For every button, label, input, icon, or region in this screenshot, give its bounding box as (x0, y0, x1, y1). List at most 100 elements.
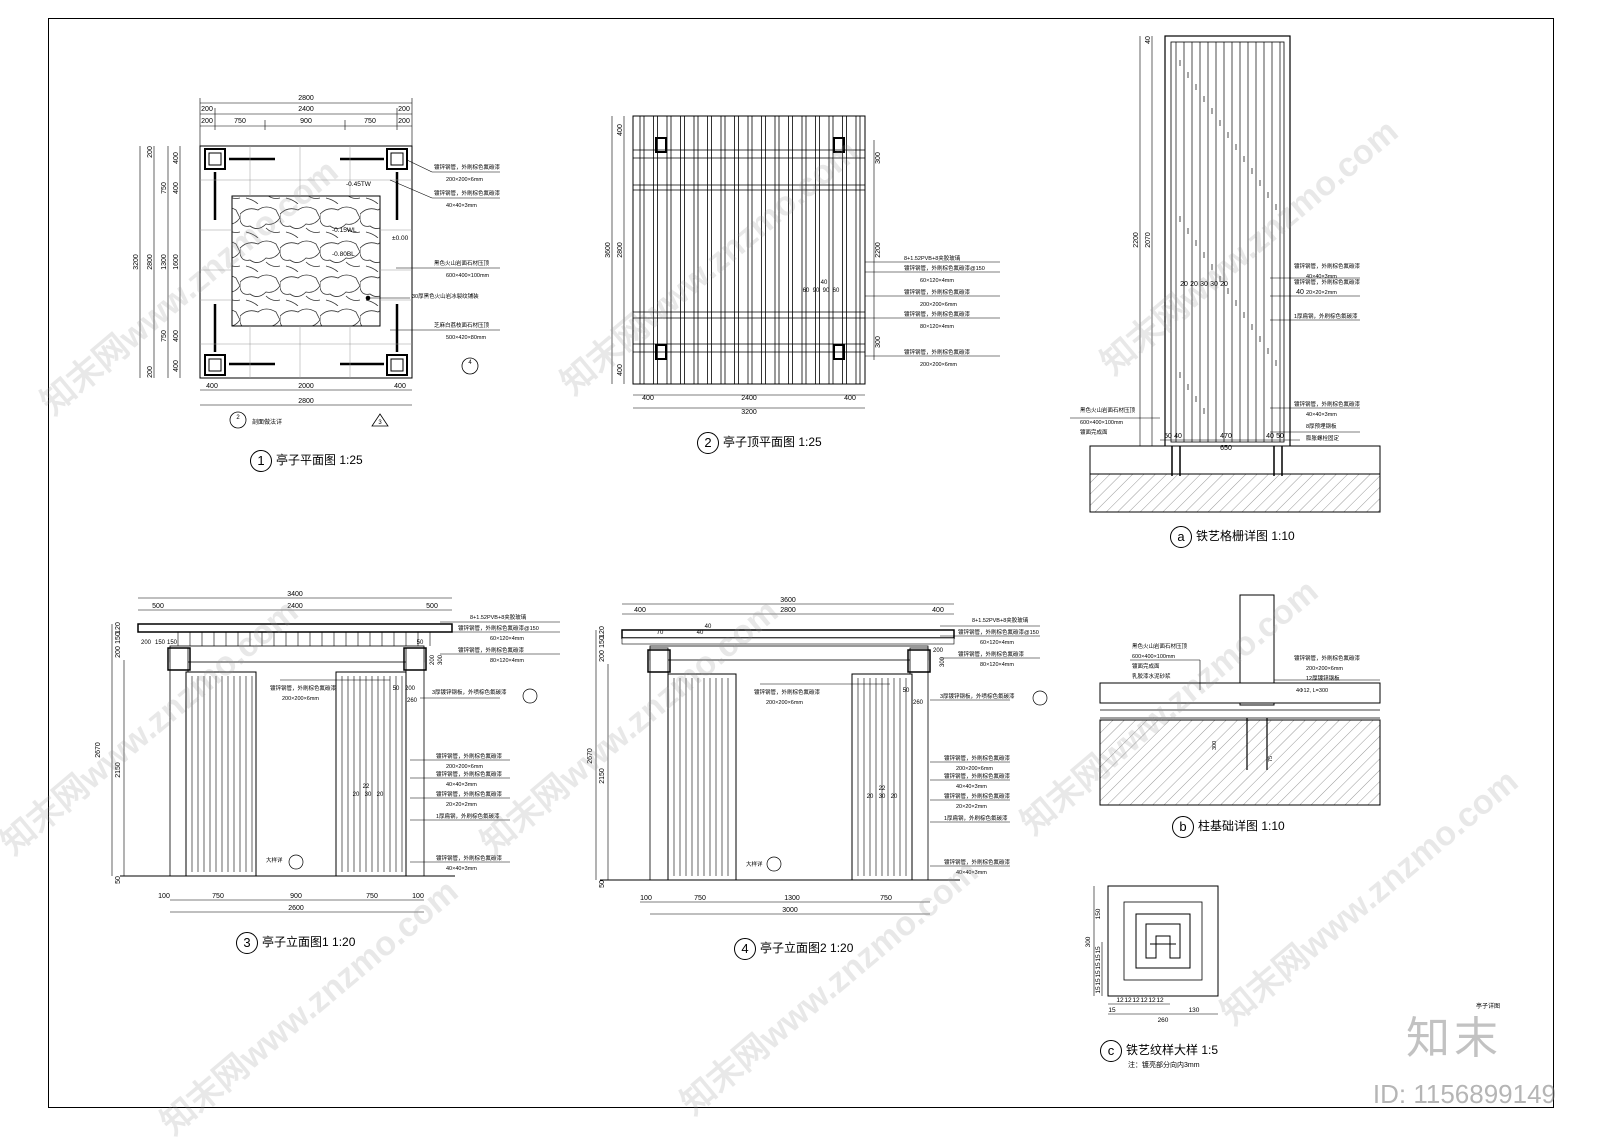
svg-text:20: 20 (867, 794, 874, 800)
svg-text:70: 70 (657, 630, 664, 636)
svg-text:膨胀螺栓固定: 膨胀螺栓固定 (1306, 434, 1340, 442)
grille-leaders (1070, 277, 1360, 433)
svg-text:60×120×4mm: 60×120×4mm (920, 278, 954, 284)
svg-text:镀锌钢管，外刷棕色氟碳漆: 镀锌钢管，外刷棕色氟碳漆 (944, 772, 1011, 780)
svg-text:600×400×100mm: 600×400×100mm (1132, 654, 1176, 660)
svg-text:40: 40 (1145, 36, 1152, 44)
svg-text:3厚镀锌钢板，外喷棕色氟碳漆: 3厚镀锌钢板，外喷棕色氟碳漆 (940, 692, 1015, 700)
svg-text:650: 650 (1220, 445, 1232, 452)
grille-bars (1175, 42, 1281, 442)
roof-notes: 8+1.52PVB+8夹胶玻璃 镀锌钢管，外刷棕色氟碳漆@150 60×120×… (904, 254, 985, 368)
svg-text:30厚黑色火山岩冰裂纹铺装: 30厚黑色火山岩冰裂纹铺装 (412, 292, 479, 300)
grille-slab (1089, 445, 1381, 475)
svg-text:60×120×4mm: 60×120×4mm (980, 640, 1014, 646)
svg-text:1厚扁钢，外刷棕色氟碳漆: 1厚扁钢，外刷棕色氟碳漆 (944, 814, 1008, 822)
plan-dim: 200 (201, 106, 213, 113)
svg-text:200: 200 (405, 686, 416, 692)
svg-text:90: 90 (823, 288, 830, 294)
svg-text:镀锌钢管，外刷棕色氟碳漆: 镀锌钢管，外刷棕色氟碳漆 (958, 650, 1025, 658)
svg-text:50: 50 (1164, 433, 1172, 440)
image-id: ID: 1156899149 (1372, 1079, 1556, 1109)
foundation-rebar (1246, 718, 1268, 770)
svg-text:15: 15 (1095, 978, 1102, 986)
svg-text:200: 200 (115, 646, 122, 658)
elev1-glass (137, 623, 453, 633)
svg-text:8+1.52PVB+8夹胶玻璃: 8+1.52PVB+8夹胶玻璃 (972, 616, 1029, 624)
svg-text:600×400×100mm: 600×400×100mm (1080, 420, 1124, 426)
svg-text:750: 750 (161, 330, 168, 342)
svg-text:2800: 2800 (617, 242, 624, 258)
svg-text:80×120×4mm: 80×120×4mm (980, 662, 1014, 668)
svg-text:3厚镀锌钢板，外喷棕色氟碳漆: 3厚镀锌钢板，外喷棕色氟碳漆 (432, 688, 507, 696)
svg-text:镀锌钢管，外刷棕色氟碳漆: 镀锌钢管，外刷棕色氟碳漆 (436, 752, 503, 760)
plan-dim: 400 (394, 383, 406, 390)
elev2-small-dims: 70 40 40 200 300 260 50 20 30 20 22 (657, 624, 946, 800)
svg-text:200: 200 (147, 366, 154, 378)
svg-text:大样详: 大样详 (266, 856, 283, 864)
svg-text:镀锌钢管，外刷棕色氟碳漆: 镀锌钢管，外刷棕色氟碳漆 (1294, 654, 1361, 662)
svg-text:12: 12 (1148, 997, 1156, 1004)
svg-text:400: 400 (634, 607, 646, 614)
svg-text:黑色火山岩面石材压顶: 黑色火山岩面石材压顶 (1132, 642, 1188, 650)
svg-text:镀锌钢管，外刷棕色氟碳漆@150: 镀锌钢管，外刷棕色氟碳漆@150 (904, 264, 985, 272)
svg-text:22: 22 (363, 784, 370, 790)
svg-text:30: 30 (365, 792, 372, 798)
plan-paving-joints (200, 146, 412, 378)
svg-text:2600: 2600 (288, 905, 304, 912)
svg-text:镀锌钢管，外刷棕色氟碳漆: 镀锌钢管，外刷棕色氟碳漆 (944, 858, 1011, 866)
elev1-dims: 3400 500 2400 500 2670 2150 50 200 150 1… (95, 591, 438, 912)
roof-dimension-lines (611, 116, 875, 409)
grille-notes: 镀锌钢管，外刷棕色氟碳漆 40×40×3mm 镀锌钢管，外刷棕色氟碳漆 20×2… (1080, 262, 1361, 442)
svg-text:40: 40 (821, 280, 828, 286)
svg-text:400: 400 (173, 330, 180, 342)
elev1-dim-lines (111, 597, 452, 913)
svg-text:20: 20 (891, 794, 898, 800)
svg-text:200×200×6mm: 200×200×6mm (446, 764, 483, 770)
svg-text:8+1.52PVB+8夹胶玻璃: 8+1.52PVB+8夹胶玻璃 (470, 613, 527, 621)
svg-text:90: 90 (813, 288, 820, 294)
elev2-post-right (909, 647, 929, 881)
svg-text:130: 130 (1189, 1007, 1200, 1014)
pattern-side-label: 亭子详图 (1476, 1002, 1500, 1010)
svg-text:60×120×4mm: 60×120×4mm (490, 636, 524, 642)
svg-text:200×200×6mm: 200×200×6mm (920, 362, 957, 368)
svg-text:镀锌钢管，外刷棕色氟碳漆: 镀锌钢管，外刷棕色氟碳漆 (944, 792, 1011, 800)
svg-text:200×200×6mm: 200×200×6mm (1306, 666, 1343, 672)
svg-text:80×120×4mm: 80×120×4mm (490, 658, 524, 664)
svg-text:50: 50 (599, 880, 606, 888)
svg-text:40×40×3mm: 40×40×3mm (956, 784, 987, 790)
svg-text:2200: 2200 (1133, 232, 1140, 248)
svg-text:20: 20 (1190, 281, 1198, 288)
pattern-fret (1135, 913, 1191, 969)
plan-levels: -0.45TW -0.15WL -0.80BL ±0.00 (332, 181, 409, 258)
svg-text:60: 60 (803, 288, 810, 294)
elev2-beam (649, 645, 929, 661)
plan-dim: 200 (201, 118, 213, 125)
pattern-dims: 300 150 15 15 15 15 15 15 260 130 12 12 … (1085, 908, 1200, 1024)
svg-text:260: 260 (407, 698, 418, 704)
svg-text:50: 50 (393, 686, 400, 692)
svg-text:镀锌钢管，外刷棕色氟碳漆: 镀锌钢管，外刷棕色氟碳漆 (1294, 278, 1361, 286)
svg-text:40×40×3mm: 40×40×3mm (956, 870, 987, 876)
svg-text:大样详: 大样详 (746, 860, 763, 868)
level-tag: ±0.00 (392, 235, 409, 242)
svg-text:400: 400 (617, 124, 624, 136)
svg-text:乳胶漆水泥砂浆: 乳胶漆水泥砂浆 (1132, 672, 1171, 680)
svg-text:300: 300 (940, 656, 946, 667)
svg-text:60: 60 (833, 288, 840, 294)
svg-text:40: 40 (1296, 289, 1304, 296)
svg-text:22: 22 (879, 786, 886, 792)
svg-text:200: 200 (933, 648, 944, 654)
svg-text:470: 470 (1220, 433, 1232, 440)
svg-text:30: 30 (1200, 281, 1208, 288)
svg-text:镀锌钢管，外刷棕色氟碳漆: 镀锌钢管，外刷棕色氟碳漆 (436, 790, 503, 798)
elev2-post-left (649, 647, 669, 881)
svg-text:芝麻白荔枝面石材压顶: 芝麻白荔枝面石材压顶 (434, 321, 490, 329)
pattern-detail-view: 300 150 15 15 15 15 15 15 260 130 12 12 … (1085, 885, 1500, 1024)
roof-spacing: 60 90 90 60 40 (803, 280, 840, 294)
svg-text:黑色火山岩面石材压顶: 黑色火山岩面石材压顶 (1080, 406, 1136, 414)
